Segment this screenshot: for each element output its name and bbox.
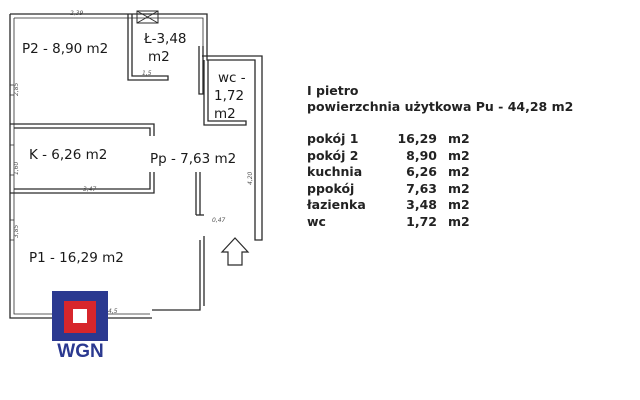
vent-x: [136, 10, 159, 24]
logo-mark: [52, 291, 108, 341]
window-left-p2: [10, 84, 14, 96]
dim-p1-bottom: 4,5: [108, 308, 118, 315]
window-left-p1: [10, 219, 14, 241]
dim-hall-small: 0,47: [212, 217, 226, 224]
wall-hall-left: [195, 172, 201, 215]
dim-p2-left: 2,85: [13, 82, 20, 96]
wall-hall-right: [202, 50, 263, 241]
dim-top: 2,39: [70, 10, 84, 17]
room-label-p1: P1 - 16,29 m2: [29, 250, 124, 266]
vent-box: [136, 10, 159, 24]
area-unit: m2: [448, 164, 470, 179]
area-name: pokój 2: [307, 147, 359, 163]
wall-k-p1: [10, 172, 155, 194]
usable-area-summary: powierzchnia użytkowa Pu - 44,28 m2: [307, 99, 574, 114]
window-left-k: [10, 144, 14, 176]
room-label-p2: P2 - 8,90 m2: [22, 41, 108, 57]
wall-outer-left: [9, 14, 152, 319]
area-value: 7,63: [406, 180, 437, 196]
dim-hall-right: 4,20: [247, 171, 254, 185]
wall-outer-left-inner: [13, 18, 150, 315]
area-name: kuchnia: [307, 164, 363, 179]
floor-title: I pietro: [307, 83, 359, 98]
room-label-wc-2: 1,72: [214, 88, 244, 104]
area-name: pokój 1: [307, 131, 359, 146]
dim-p1-left: 3,85: [13, 224, 20, 238]
area-value: 3,48: [406, 197, 437, 212]
area-unit: m2: [448, 131, 470, 146]
wall-outer-top-inner: [14, 17, 204, 50]
wall-outer: [10, 13, 208, 50]
logo-white-square: [73, 309, 87, 323]
room-label-hall: Pp - 7,63 m2: [150, 151, 236, 167]
room-label-bathroom-1: Ł-3,48: [143, 31, 187, 47]
entrance-arrow-icon: [220, 237, 250, 266]
floor-plan: 2,39 2,85 1,5 1,60 3,47 4,20 0,47 3,85 4…: [9, 10, 263, 319]
dim-k-left: 1,60: [13, 161, 20, 175]
area-unit: m2: [448, 180, 470, 196]
wgn-logo: WGN: [52, 291, 109, 366]
wall-bathroom-right: [198, 46, 204, 95]
area-value: 6,26: [406, 164, 437, 179]
area-value: 8,90: [406, 147, 437, 163]
dim-k-bottom: 3,47: [83, 186, 97, 193]
room-label-kitchen: K - 6,26 m2: [29, 147, 107, 163]
area-value: 1,72: [406, 213, 437, 229]
floor-info: I pietro powierzchnia użytkowa Pu - 44,2…: [307, 83, 573, 115]
room-label-wc-3: m2: [214, 106, 236, 122]
area-value: 16,29: [397, 131, 437, 146]
area-unit: m2: [448, 147, 470, 163]
wall-bathroom: [127, 14, 169, 81]
wall-p2-k: [10, 123, 155, 136]
dim-bath-bottom: 1,5: [142, 70, 152, 77]
area-unit: m2: [448, 213, 470, 229]
room-label-bathroom-2: m2: [148, 49, 170, 65]
logo-brand-text: WGN: [57, 341, 104, 362]
area-name: wc: [307, 213, 326, 229]
room-label-wc-1: wc -: [218, 70, 246, 86]
wall-hall-bottom: [152, 240, 201, 311]
wall-wc: [203, 60, 247, 126]
area-unit: m2: [448, 197, 470, 212]
area-name: ppokój: [307, 180, 355, 196]
area-name: łazienka: [307, 197, 366, 212]
